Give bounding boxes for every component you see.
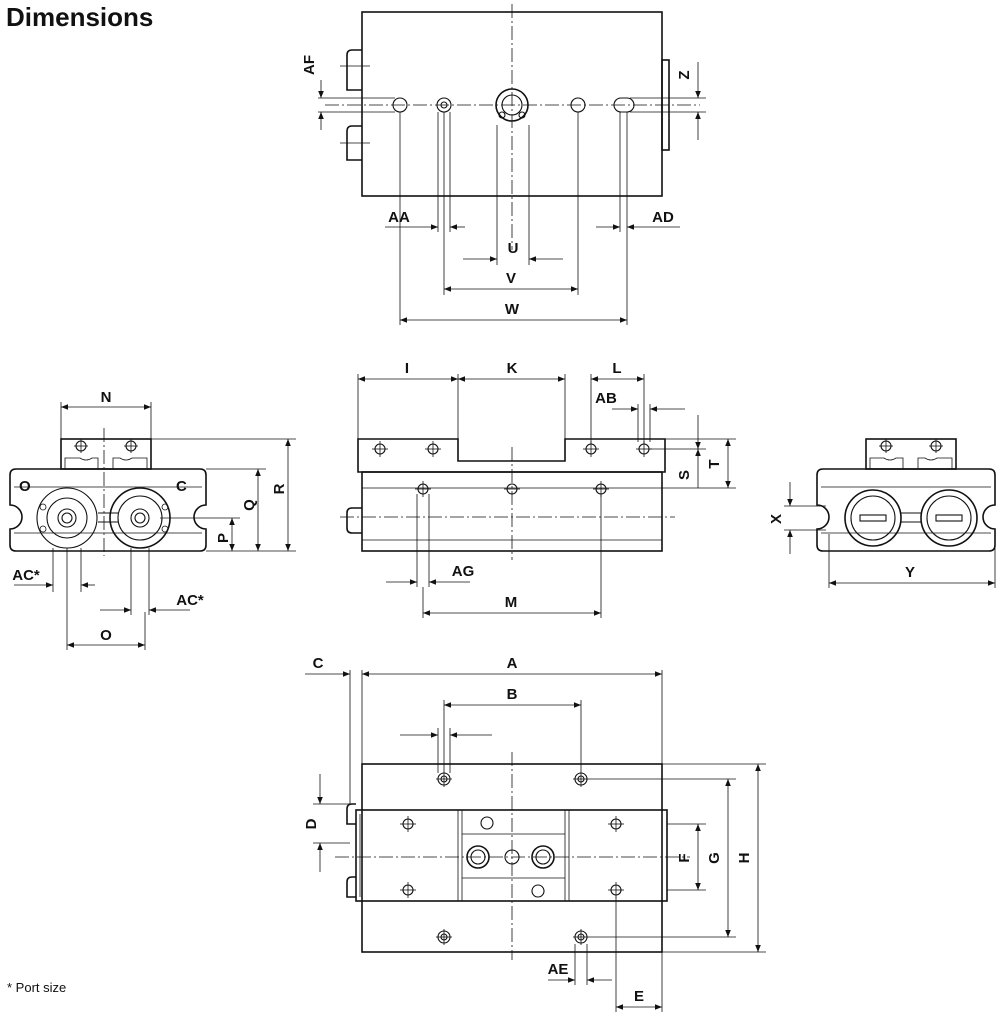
page-title: Dimensions	[6, 2, 154, 32]
dim-label-U: U	[508, 240, 519, 257]
dim-label-V: V	[506, 270, 516, 287]
dim-label-AA: AA	[388, 209, 410, 226]
bottom-view	[305, 670, 766, 1012]
dim-label-K: K	[507, 360, 518, 377]
dim-label-M: M	[505, 594, 518, 611]
right-side-view	[784, 438, 996, 588]
dim-label-E: E	[634, 988, 644, 1005]
dim-label-AC-right: AC*	[176, 592, 204, 609]
dim-label-L: L	[612, 360, 621, 377]
top-view	[318, 4, 706, 325]
dim-label-N: N	[101, 389, 112, 406]
dim-label-F: F	[676, 853, 693, 862]
dimension-labels: AF Z AA AD U V W N R Q P AC* AC* O I K L…	[12, 55, 915, 1005]
dim-label-D: D	[303, 818, 320, 829]
footnote: * Port size	[7, 980, 67, 995]
dim-label-B: B	[507, 686, 518, 703]
dim-label-Q: Q	[241, 499, 258, 511]
dim-label-AD: AD	[652, 209, 674, 226]
dim-label-W: W	[505, 301, 520, 318]
dim-label-S: S	[676, 470, 693, 480]
dim-label-AF: AF	[301, 55, 318, 75]
front-view	[340, 374, 736, 618]
dim-label-Y: Y	[905, 564, 915, 581]
dim-label-AE: AE	[548, 961, 569, 978]
dim-label-P: P	[215, 533, 232, 543]
port-label-open: O	[19, 478, 31, 495]
dim-label-O: O	[100, 627, 112, 644]
dim-label-G: G	[706, 852, 723, 864]
dim-label-AG: AG	[452, 563, 475, 580]
dim-label-I: I	[405, 360, 409, 377]
dim-label-AC-left: AC*	[12, 567, 40, 584]
dim-label-A: A	[507, 655, 518, 672]
dim-label-C: C	[313, 655, 324, 672]
dim-label-X: X	[768, 514, 785, 524]
dim-label-T: T	[706, 459, 723, 468]
dim-label-Z: Z	[676, 70, 693, 79]
dim-label-R: R	[271, 483, 288, 494]
dim-label-AB: AB	[595, 390, 617, 407]
left-side-view: O C	[9, 402, 296, 650]
port-label-close: C	[176, 478, 187, 495]
dim-label-H: H	[736, 853, 753, 864]
